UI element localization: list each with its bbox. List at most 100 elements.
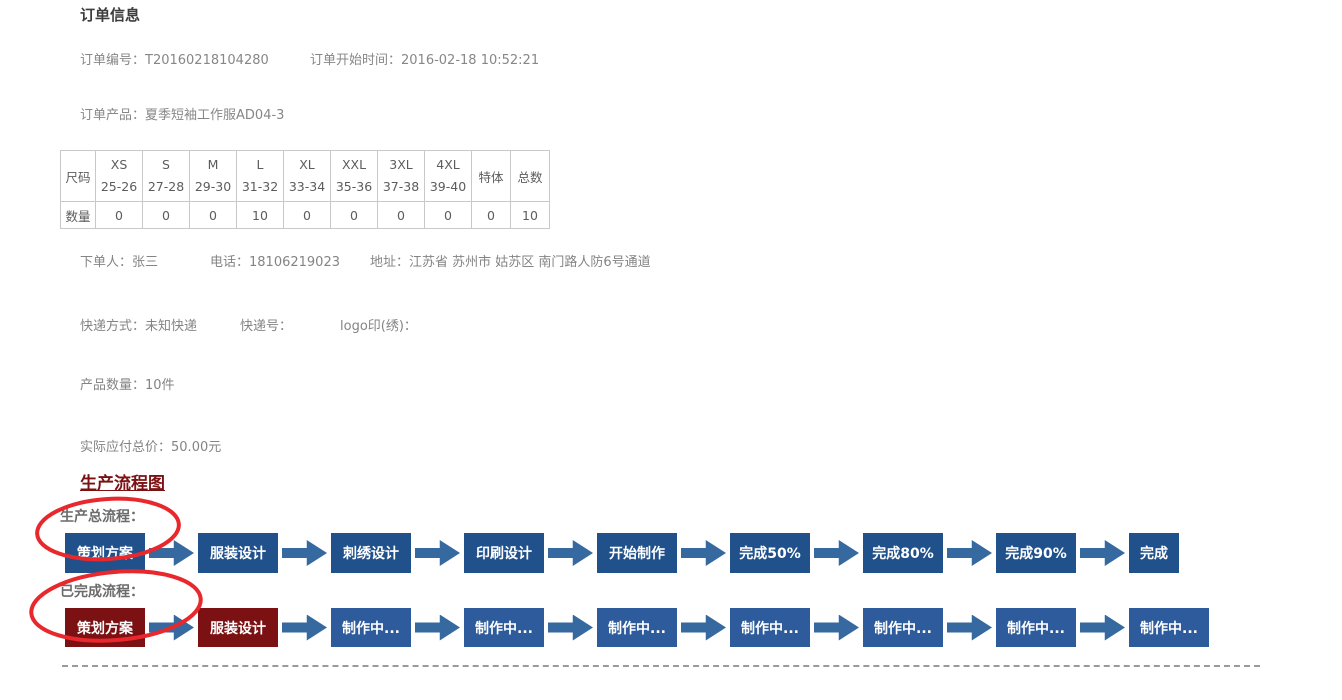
buyer-line: 下单人：张三 (80, 251, 158, 270)
quantity-cell: 0 (377, 201, 425, 229)
total-flow-row: 策划方案 服装设计 刺绣设计 印刷设计 开始制作 完成50% 完成80% 完成90% 完成 (65, 533, 1179, 573)
order-product-value: 夏季短袖工作服AD04-3 (145, 108, 285, 123)
quantity-cell: 0 (189, 201, 237, 229)
arrow-right-icon (149, 540, 194, 566)
flow-step-box: 制作中... (464, 608, 544, 647)
size-name: XS (110, 157, 128, 172)
arrow-right-icon (548, 540, 593, 566)
flow-step-box: 策划方案 (65, 533, 145, 573)
order-start-time-value: 2016-02-18 10:52:21 (401, 53, 540, 68)
express-line: 快递方式：未知快递 (80, 315, 197, 334)
logo-print-line: logo印(绣)： (340, 315, 417, 334)
flow-step-box: 制作中... (863, 608, 943, 647)
size-name: 4XL (436, 157, 460, 172)
order-product-field: 订单产品：夏季短袖工作服AD04-3 (80, 104, 284, 123)
arrow-right-icon (282, 540, 327, 566)
quantity-cell: 0 (424, 201, 472, 229)
order-start-time-field: 订单开始时间：2016-02-18 10:52:21 (310, 49, 539, 68)
order-product-label: 订单产品： (80, 108, 146, 123)
size-column-header: 3XL 37-38 (377, 150, 425, 202)
logo-print-label: logo印(绣)： (340, 319, 417, 334)
quantity-cell: 0 (330, 201, 378, 229)
order-info-title: 订单信息 (80, 6, 141, 24)
quantity-cell: 0 (142, 201, 190, 229)
arrow-right-icon (1080, 540, 1125, 566)
arrow-right-icon (681, 540, 726, 566)
flow-step-box: 服装设计 (198, 533, 278, 573)
arrow-right-icon (415, 614, 460, 641)
flow-step-box: 印刷设计 (464, 533, 544, 573)
size-column-header: 4XL 39-40 (424, 150, 472, 202)
size-column-header: 总数 (510, 150, 550, 202)
size-column-header: S 27-28 (142, 150, 190, 202)
flow-step-box: 完成90% (996, 533, 1076, 573)
size-row-header: 尺码 (60, 150, 96, 202)
size-range: 35-36 (335, 179, 373, 194)
size-column-header: M 29-30 (189, 150, 237, 202)
arrow-right-icon (1080, 614, 1125, 641)
express-value: 未知快递 (145, 319, 198, 334)
express-label: 快递方式： (80, 319, 146, 334)
arrow-right-icon (548, 614, 593, 641)
size-column-header: L 31-32 (236, 150, 284, 202)
size-name: L (256, 157, 264, 172)
phone-label: 电话： (210, 255, 250, 270)
buyer-value: 张三 (132, 255, 159, 270)
quantity-cell: 0 (283, 201, 331, 229)
flow-step-box: 制作中... (331, 608, 411, 647)
flow-step-box: 完成80% (863, 533, 943, 573)
quantity-cell: 10 (510, 201, 550, 229)
bottom-dashed-divider (62, 665, 1260, 667)
total-price-value: 50.00元 (171, 440, 222, 455)
flow-step-box: 开始制作 (597, 533, 677, 573)
flow-step-box: 制作中... (597, 608, 677, 647)
size-name: M (207, 157, 219, 172)
total-price-label: 实际应付总价： (80, 440, 172, 455)
tracking-label: 快递号： (240, 319, 293, 334)
size-column-header: XXL 35-36 (330, 150, 378, 202)
tracking-line: 快递号： (240, 315, 292, 334)
order-number-label: 订单编号： (80, 53, 146, 68)
product-quantity-line: 产品数量：10件 (80, 374, 175, 393)
flow-step-box: 服装设计 (198, 608, 278, 647)
completed-flow-row: 策划方案 服装设计 制作中... 制作中... 制作中... 制作中... 制作中... 制作… (65, 608, 1209, 647)
flow-step-box: 刺绣设计 (331, 533, 411, 573)
size-name: S (162, 157, 170, 172)
order-start-time-label: 订单开始时间： (310, 53, 402, 68)
size-range: 29-30 (194, 179, 232, 194)
arrow-right-icon (947, 614, 992, 641)
production-flow-title: 生产流程图 (80, 474, 165, 494)
arrow-right-icon (282, 614, 327, 641)
phone-line: 电话：18106219023 (210, 251, 340, 270)
quantity-cell: 0 (471, 201, 511, 229)
flow-step-box: 制作中... (730, 608, 810, 647)
size-range: 31-32 (241, 179, 279, 194)
arrow-right-icon (415, 540, 460, 566)
flow-step-box: 完成 (1129, 533, 1179, 573)
size-range: 33-34 (288, 179, 326, 194)
size-range: 37-38 (382, 179, 420, 194)
flow-step-box: 完成50% (730, 533, 810, 573)
buyer-label: 下单人： (80, 255, 133, 270)
quantity-row-header: 数量 (60, 201, 96, 229)
flow-step-box: 策划方案 (65, 608, 145, 647)
arrow-right-icon (814, 540, 859, 566)
size-name: XXL (341, 157, 367, 172)
address-value: 江苏省 苏州市 姑苏区 南门路人防6号通道 (409, 255, 651, 270)
address-line: 地址：江苏省 苏州市 姑苏区 南门路人防6号通道 (370, 251, 651, 270)
arrow-right-icon (814, 614, 859, 641)
address-label: 地址： (370, 255, 410, 270)
size-range: 39-40 (429, 179, 467, 194)
completed-flow-label: 已完成流程： (60, 584, 144, 600)
order-number-value: T20160218104280 (145, 53, 269, 68)
flow-step-box: 制作中... (996, 608, 1076, 647)
size-range: 27-28 (147, 179, 185, 194)
flow-step-box: 制作中... (1129, 608, 1209, 647)
size-name: 3XL (389, 157, 413, 172)
arrow-right-icon (947, 540, 992, 566)
